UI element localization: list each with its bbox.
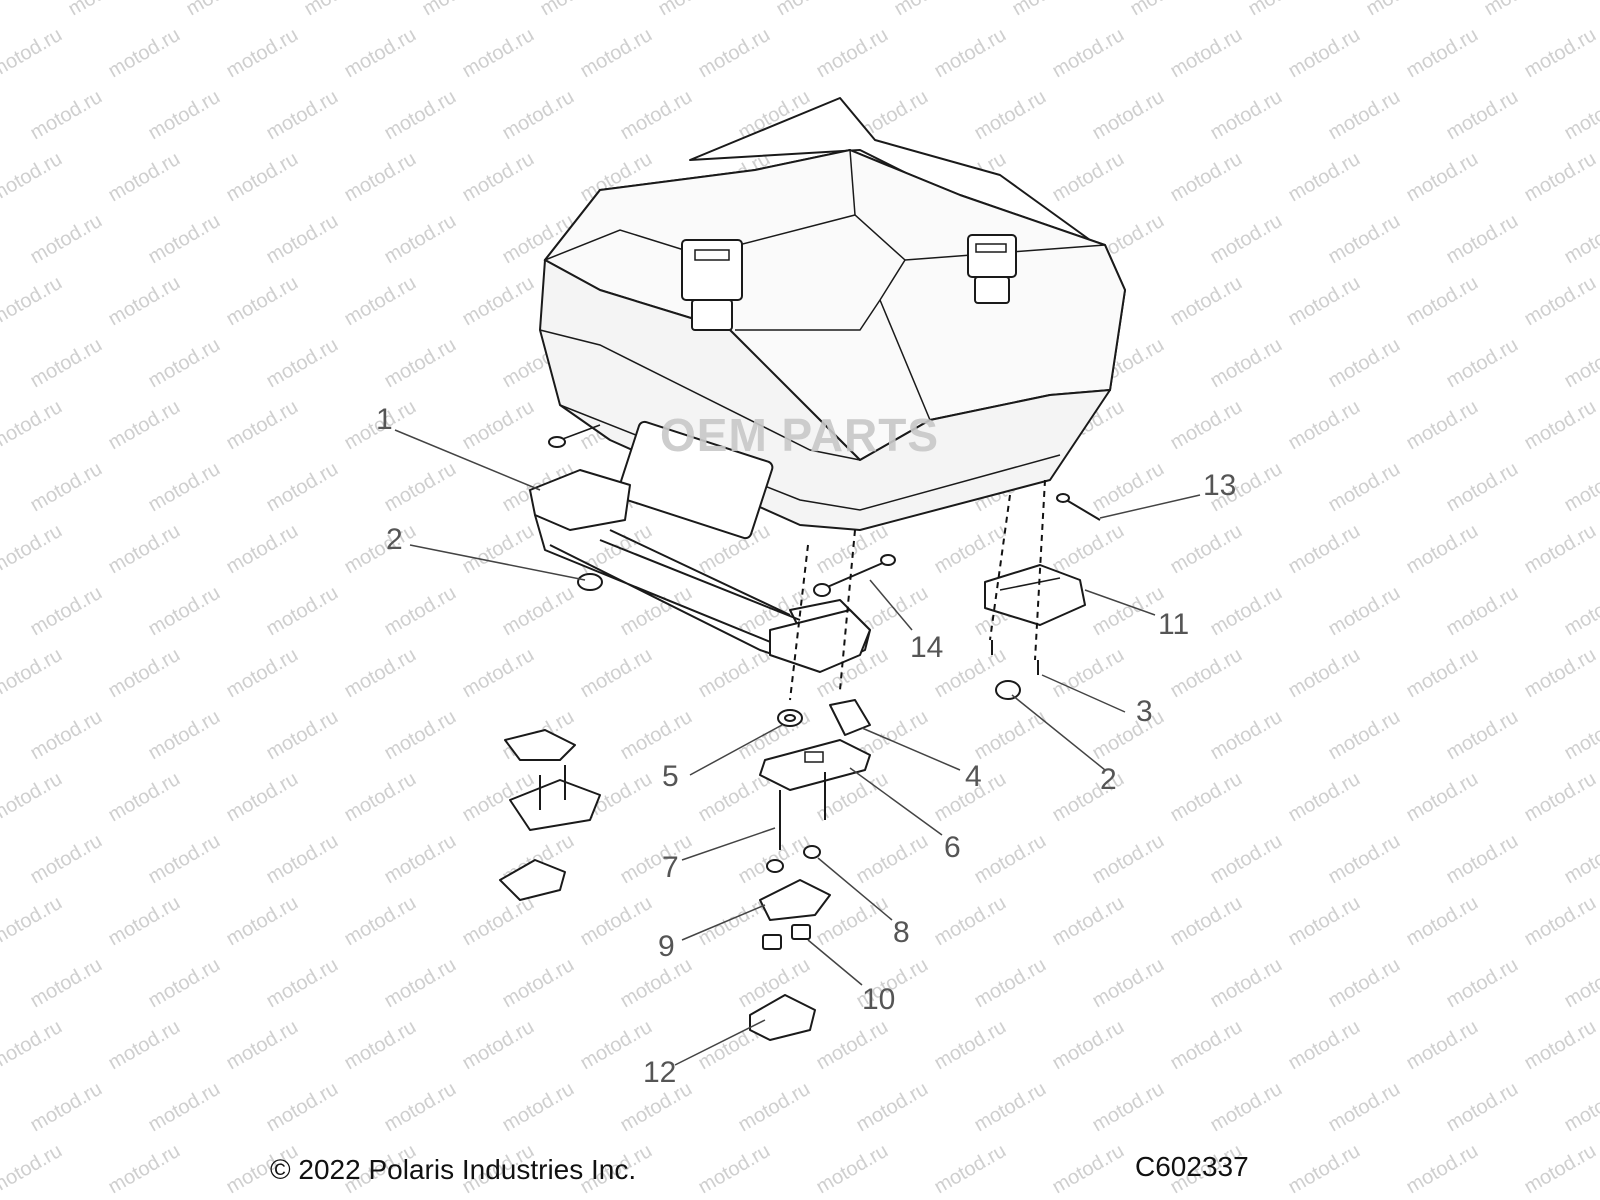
- callout-6: 6: [944, 831, 961, 864]
- callout-3: 3: [1136, 695, 1153, 728]
- callout-2b: 2: [1100, 763, 1117, 796]
- brand-logo-watermark: OEM PARTS: [660, 409, 940, 461]
- buckle-front: [681, 239, 743, 331]
- buckle-right: [967, 234, 1017, 304]
- callout-11: 11: [1158, 608, 1190, 641]
- part-9-clamp-plate: [759, 879, 831, 921]
- callout-4: 4: [965, 760, 982, 793]
- callout-13: 13: [1203, 469, 1237, 502]
- part-11-side-bracket: [984, 564, 1086, 626]
- part-2-grommet-right: [995, 680, 1021, 700]
- part-13-rod: [1056, 493, 1101, 521]
- callout-7: 7: [662, 851, 679, 884]
- diagram-code: C602337: [1135, 1151, 1249, 1182]
- callout-1: 1: [376, 403, 393, 436]
- callout-8: 8: [893, 916, 910, 949]
- part-10-spacers: [762, 924, 811, 950]
- callout-12: 12: [643, 1056, 677, 1089]
- callout-5: 5: [662, 760, 679, 793]
- copyright-text: © 2022 Polaris Industries Inc.: [270, 1154, 637, 1185]
- leader-lines: [394, 429, 1201, 1066]
- latch-assembly-detail: [499, 729, 601, 901]
- cargo-box: [539, 97, 1127, 540]
- part-2-grommet-left: [577, 573, 603, 591]
- callout-9: 9: [658, 930, 675, 963]
- part-7-bolts: [779, 772, 826, 850]
- callout-2: 2: [386, 523, 403, 556]
- part-8-nut: [803, 845, 821, 859]
- part-5-washer: [777, 709, 803, 727]
- part-6-base-plate: [759, 739, 871, 791]
- part-4-latch-block: [829, 699, 871, 736]
- part-12-plate: [749, 994, 816, 1041]
- part-14-rod: [813, 554, 896, 597]
- callout-14: 14: [910, 631, 944, 664]
- callout-10: 10: [862, 983, 896, 1016]
